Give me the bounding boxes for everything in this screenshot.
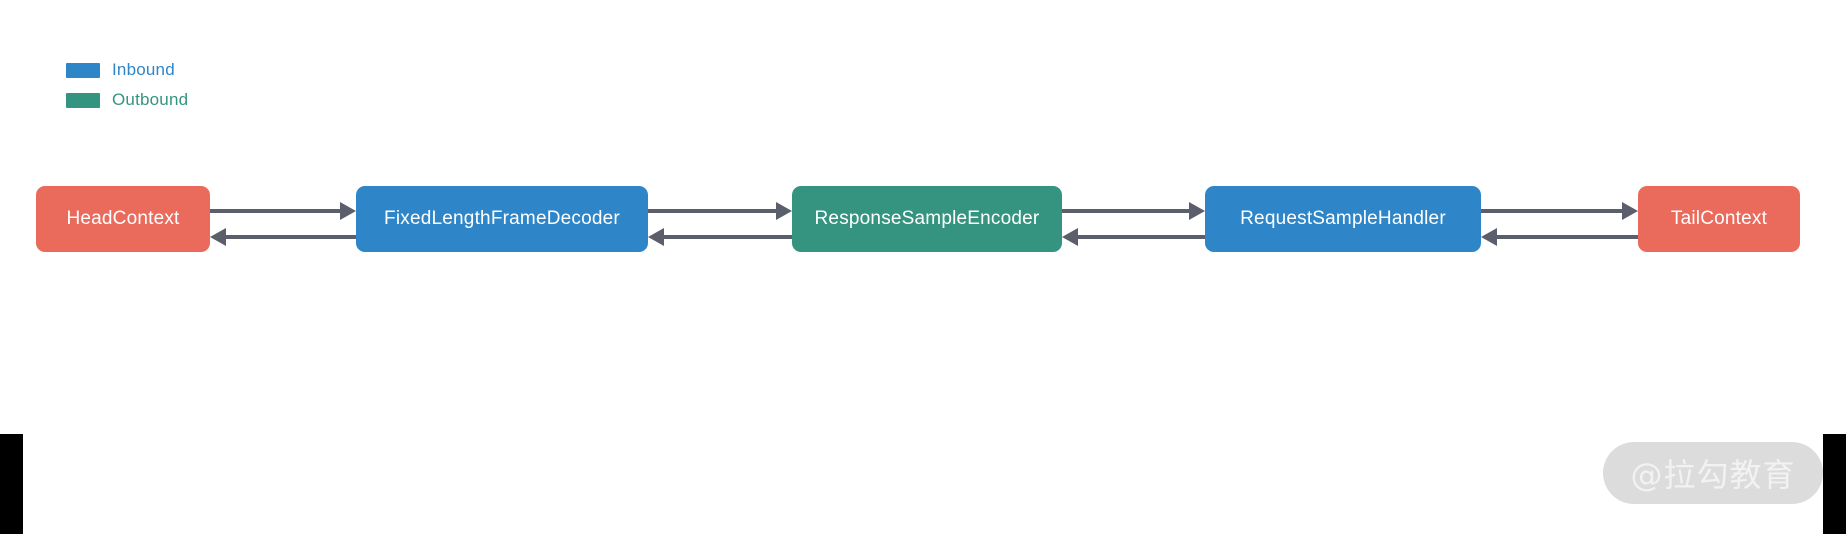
arrow-head-left-icon (648, 228, 664, 246)
connector-head-to-decoder (210, 186, 356, 252)
legend-label-inbound: Inbound (112, 60, 175, 79)
node-fixed-length-frame-decoder[interactable]: FixedLengthFrameDecoder (356, 186, 648, 252)
arrow-line-inbound (1062, 209, 1189, 213)
arrow-line-outbound (226, 235, 356, 239)
connector-encoder-to-handler (1062, 186, 1205, 252)
connector-decoder-to-encoder (648, 186, 792, 252)
watermark-badge: @拉勾教育 (1603, 442, 1823, 504)
legend-label-outbound: Outbound (112, 90, 189, 109)
legend-item-outbound: Outbound (66, 88, 188, 112)
edge-bar-right (1823, 434, 1846, 534)
arrow-head-left-icon (1481, 228, 1497, 246)
arrow-head-right-icon (776, 202, 792, 220)
watermark-text: @拉勾教育 (1630, 456, 1796, 494)
node-response-sample-encoder[interactable]: ResponseSampleEncoder (792, 186, 1062, 252)
arrow-line-inbound (648, 209, 776, 213)
node-tail-context[interactable]: TailContext (1638, 186, 1800, 252)
arrow-head-right-icon (340, 202, 356, 220)
connector-handler-to-tail (1481, 186, 1638, 252)
legend-item-inbound: Inbound (66, 58, 188, 82)
legend-swatch-inbound (66, 62, 100, 78)
arrow-line-outbound (1497, 235, 1638, 239)
legend-swatch-outbound (66, 92, 100, 108)
arrow-line-outbound (1078, 235, 1205, 239)
pipeline-row: HeadContext FixedLengthFrameDecoder Resp… (0, 186, 1846, 254)
arrow-line-inbound (1481, 209, 1622, 213)
node-request-sample-handler[interactable]: RequestSampleHandler (1205, 186, 1481, 252)
node-head-context[interactable]: HeadContext (36, 186, 210, 252)
arrow-head-left-icon (210, 228, 226, 246)
arrow-line-inbound (210, 209, 340, 213)
edge-bar-left (0, 434, 23, 534)
legend: Inbound Outbound (66, 58, 188, 118)
arrow-line-outbound (664, 235, 792, 239)
arrow-head-right-icon (1622, 202, 1638, 220)
arrow-head-right-icon (1189, 202, 1205, 220)
arrow-head-left-icon (1062, 228, 1078, 246)
